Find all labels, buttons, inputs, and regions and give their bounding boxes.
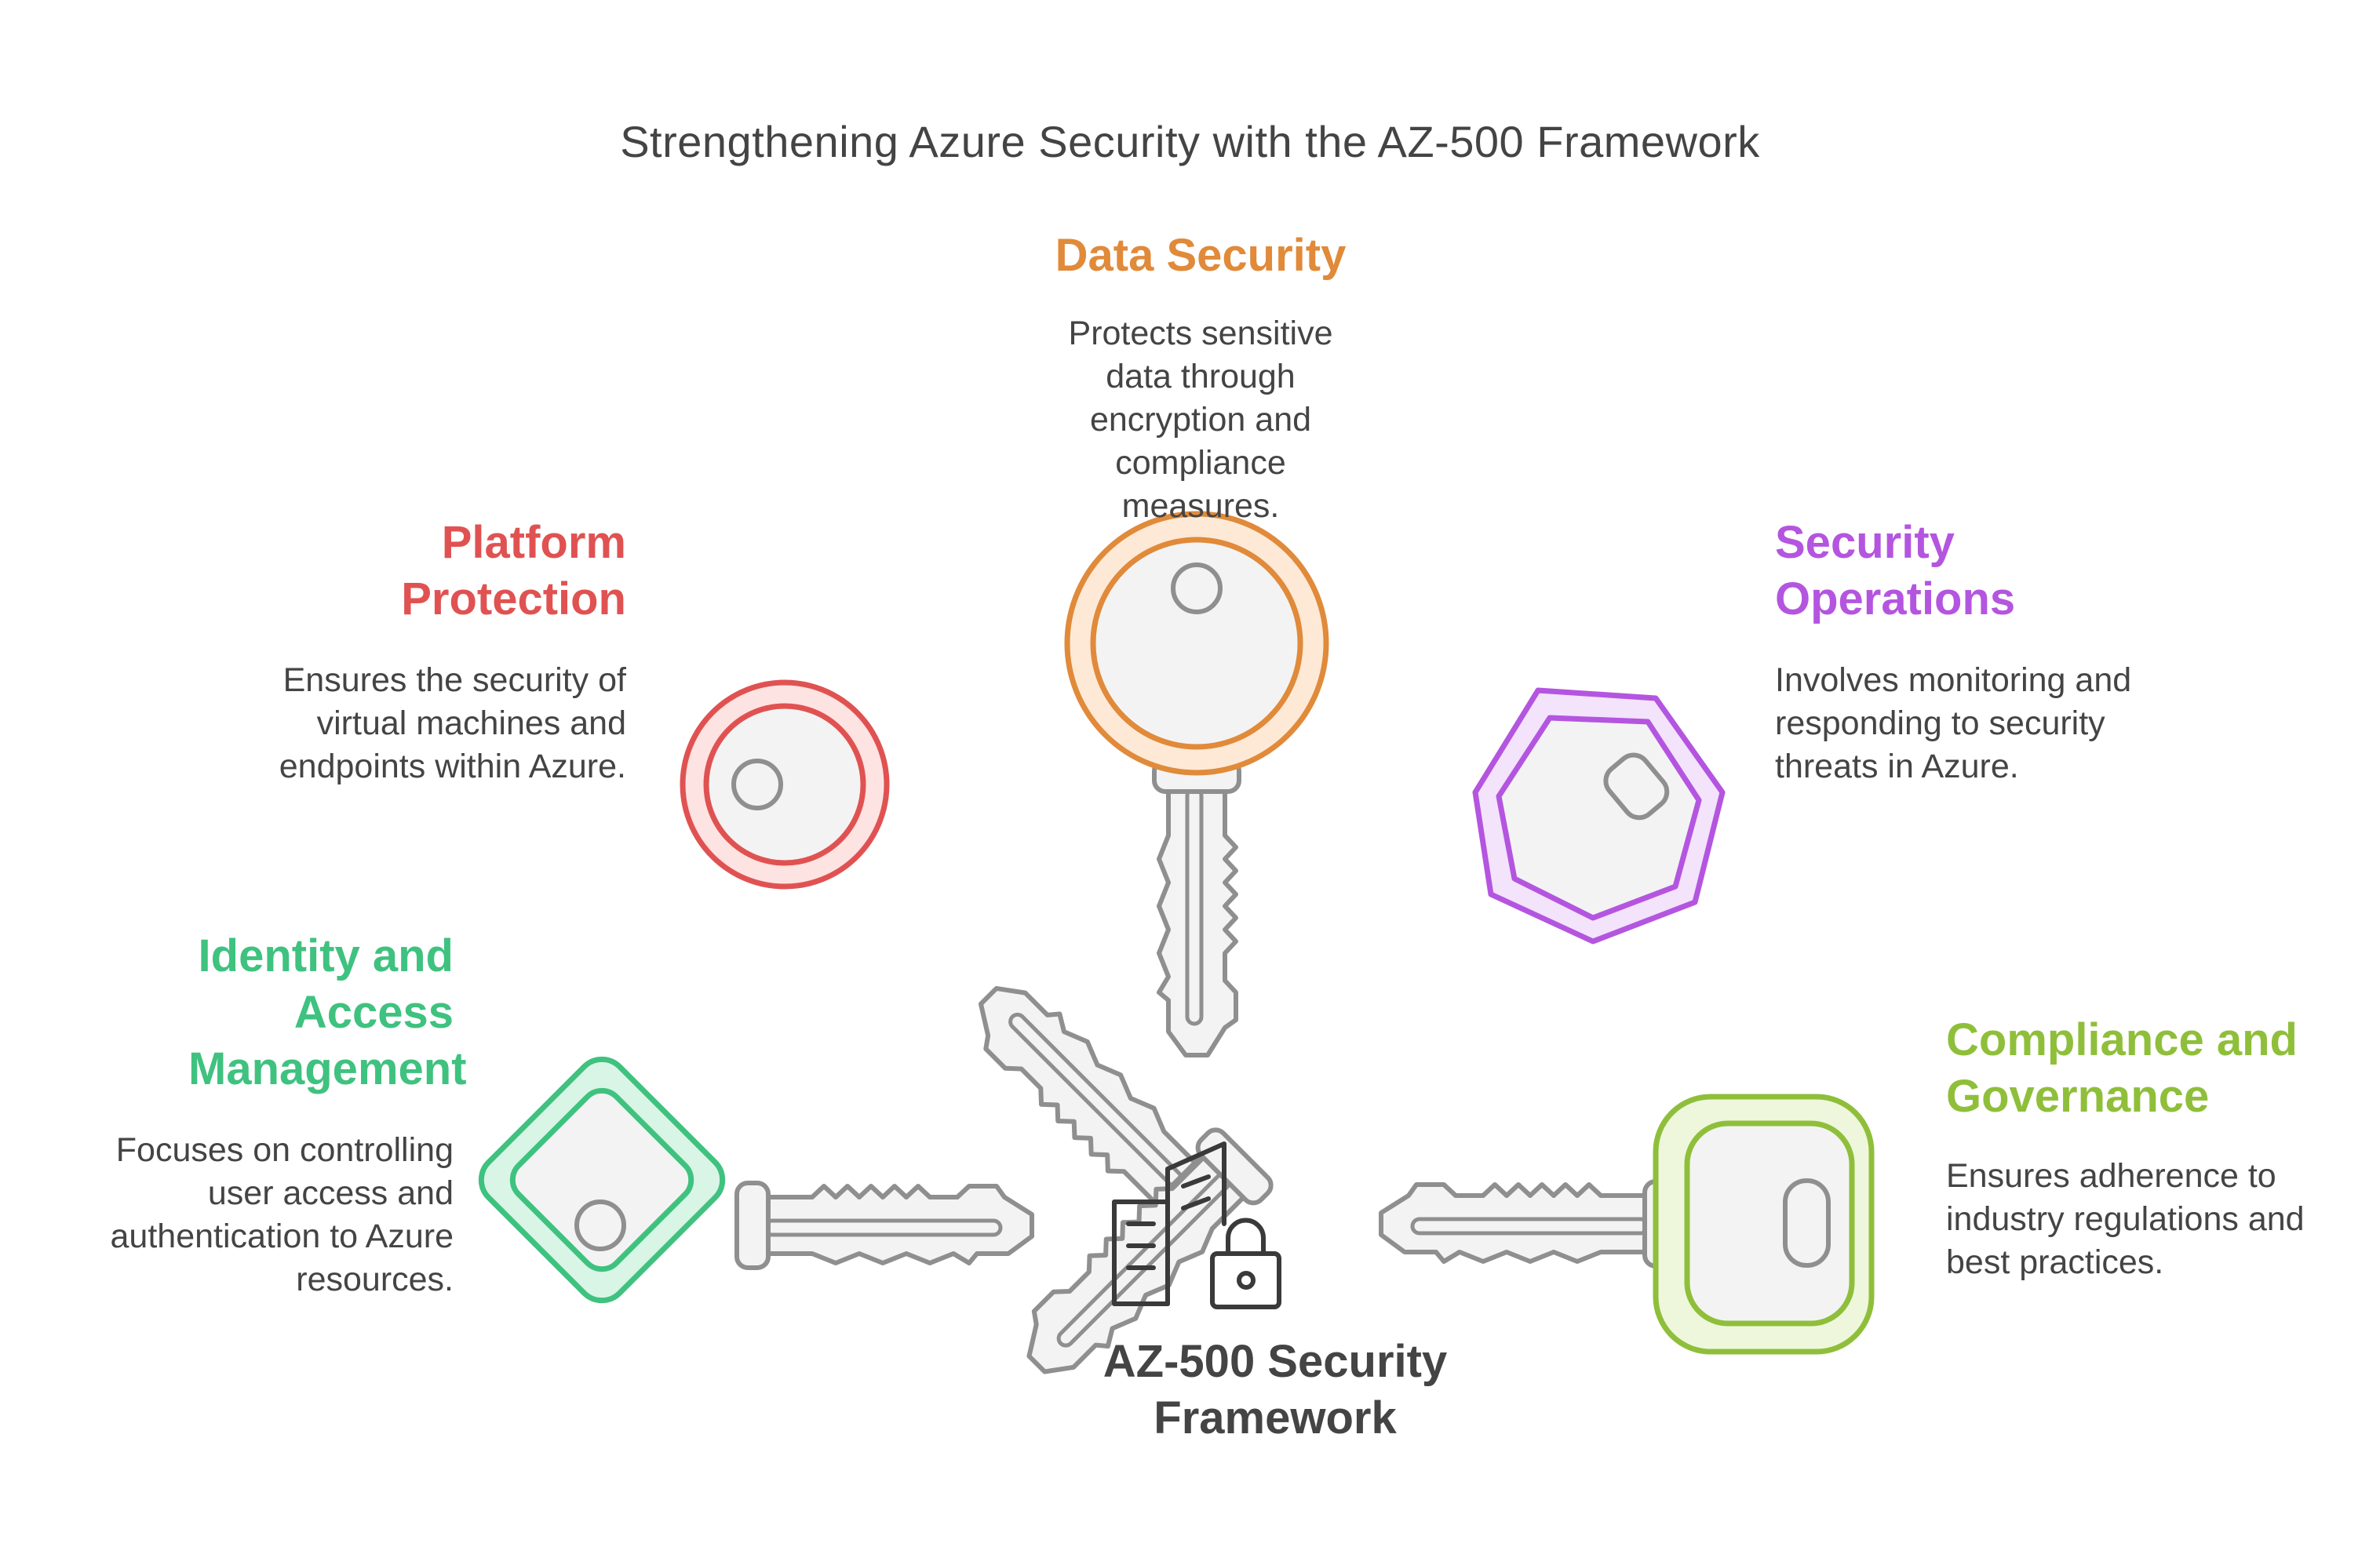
data-security-label: Data Security Protects sensitive data th… (961, 228, 1440, 528)
compliance-governance-heading: Compliance and Governance (1946, 1014, 2298, 1122)
security-operations-description: Involves monitoring and responding to se… (1775, 661, 2132, 785)
diamond-key-icon (478, 1056, 1032, 1304)
page-title: Strengthening Azure Security with the AZ… (620, 117, 1760, 166)
square-key-icon (1381, 1094, 1875, 1355)
data-security-description: Protects sensitive data through encrypti… (1068, 315, 1333, 525)
platform-protection-description: Ensures the security of virtual machines… (279, 661, 626, 785)
building-lock-icon (1112, 1141, 1281, 1309)
hexagon-key-icon (1007, 687, 1726, 1394)
security-operations-heading: Security Operations (1775, 517, 2016, 624)
identity-access-description: Focuses on controlling user access and a… (110, 1131, 454, 1298)
identity-access-label: Identity and Access Management Focuses o… (71, 928, 467, 1301)
center-framework-label: AZ-500 Security Framework (1103, 1336, 1448, 1443)
platform-protection-label: Platform Protection Ensures the security… (235, 515, 626, 788)
platform-protection-heading: Platform Protection (401, 517, 626, 624)
security-operations-label: Security Operations Involves monitoring … (1775, 515, 2167, 788)
trefoil-key-head (680, 679, 890, 890)
identity-access-heading: Identity and Access Management (188, 930, 467, 1094)
round-key-icon (1064, 511, 1329, 1055)
compliance-governance-label: Compliance and Governance Ensures adhere… (1946, 1012, 2354, 1284)
compliance-governance-description: Ensures adherence to industry regulation… (1946, 1157, 2305, 1281)
data-security-heading: Data Security (1055, 230, 1347, 281)
